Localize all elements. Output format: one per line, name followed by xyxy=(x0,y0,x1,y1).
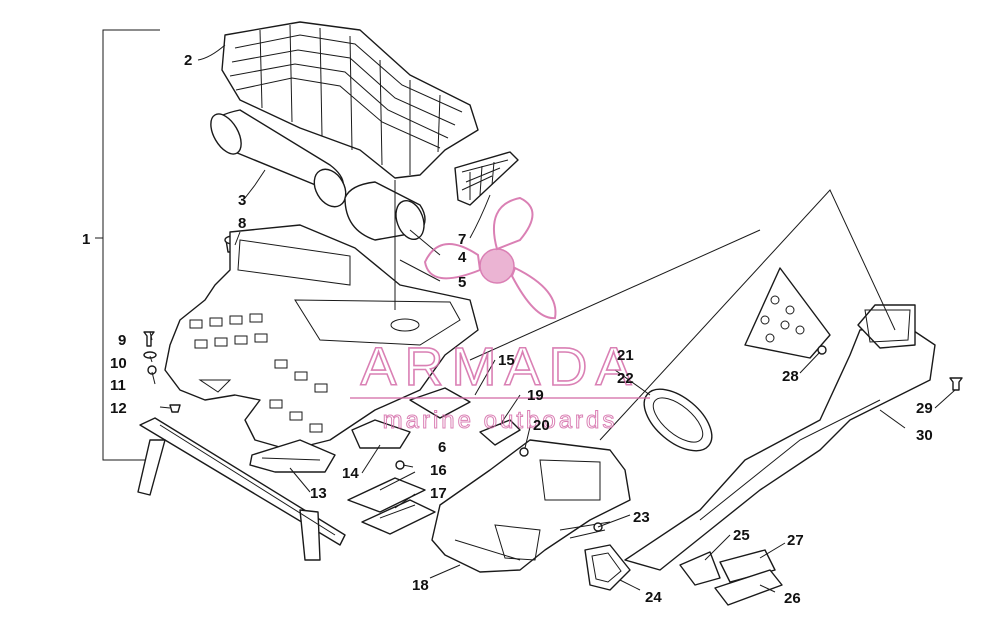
callout-19: 19 xyxy=(527,387,544,404)
intake-tube-4 xyxy=(344,181,426,241)
watermark-tagline: marine outboards xyxy=(383,407,618,434)
callout-26: 26 xyxy=(784,590,801,607)
callout-16: 16 xyxy=(430,462,447,479)
clip-19 xyxy=(479,419,521,446)
pad-16 xyxy=(347,477,426,513)
callout-22: 22 xyxy=(617,370,634,387)
gasket-15 xyxy=(409,387,471,419)
gasket-24 xyxy=(584,544,631,591)
pad-27 xyxy=(719,549,776,583)
callout-29: 29 xyxy=(916,400,933,417)
propeller-icon xyxy=(423,196,557,320)
callout-14: 14 xyxy=(342,465,359,482)
pad-25 xyxy=(679,551,721,586)
nut-6 xyxy=(395,460,405,470)
callout-15: 15 xyxy=(498,352,515,369)
screw-29 xyxy=(949,377,963,391)
callout-11: 11 xyxy=(110,377,126,394)
screw-12 xyxy=(169,404,181,413)
oval-seal-21 xyxy=(643,388,713,452)
callout-17: 17 xyxy=(430,485,447,502)
callout-20: 20 xyxy=(533,417,550,434)
callout-30: 30 xyxy=(916,427,933,444)
intake-duct-30 xyxy=(624,304,936,571)
screw-9 xyxy=(143,331,155,347)
pad-26 xyxy=(714,569,783,606)
callout-3: 3 xyxy=(238,192,246,209)
callout-24: 24 xyxy=(645,589,662,606)
callout-7: 7 xyxy=(458,231,466,248)
callout-8: 8 xyxy=(238,215,246,232)
callout-9: 9 xyxy=(118,332,126,349)
clamp-23 xyxy=(559,521,611,539)
callout-21: 21 xyxy=(617,347,634,364)
callout-4: 4 xyxy=(458,249,467,266)
callout-27: 27 xyxy=(787,532,804,549)
assembly-bracket xyxy=(95,29,160,461)
frame-rail xyxy=(137,417,346,561)
foam-pad-13 xyxy=(249,439,336,473)
watermark: ARMADA marine outboards xyxy=(350,196,650,435)
callout-13: 13 xyxy=(310,485,327,502)
callout-18: 18 xyxy=(412,577,429,594)
air-box-lid xyxy=(221,21,479,179)
callout-6: 6 xyxy=(438,439,446,456)
foam-pad-14 xyxy=(351,419,411,449)
watermark-brand: ARMADA xyxy=(360,337,639,397)
intake-tube-3 xyxy=(210,109,347,208)
callout-5: 5 xyxy=(458,274,466,291)
callout-2: 2 xyxy=(184,52,192,69)
leader-lines xyxy=(149,44,956,593)
callout-12: 12 xyxy=(110,400,127,417)
pad-17 xyxy=(361,499,436,535)
callout-labels: 1 2 3 4 5 6 7 8 9 10 11 12 13 14 15 16 1… xyxy=(82,52,933,607)
callout-10: 10 xyxy=(110,355,127,372)
air-box-base xyxy=(164,224,479,451)
callout-28: 28 xyxy=(782,368,799,385)
callout-1: 1 xyxy=(82,231,90,248)
fastener-20 xyxy=(519,447,529,457)
mounting-plate-28 xyxy=(744,267,831,359)
callout-25: 25 xyxy=(733,527,750,544)
washer-10 xyxy=(143,351,157,359)
vent-grille xyxy=(454,151,519,206)
callout-23: 23 xyxy=(633,509,650,526)
lower-housing-18 xyxy=(431,439,631,573)
